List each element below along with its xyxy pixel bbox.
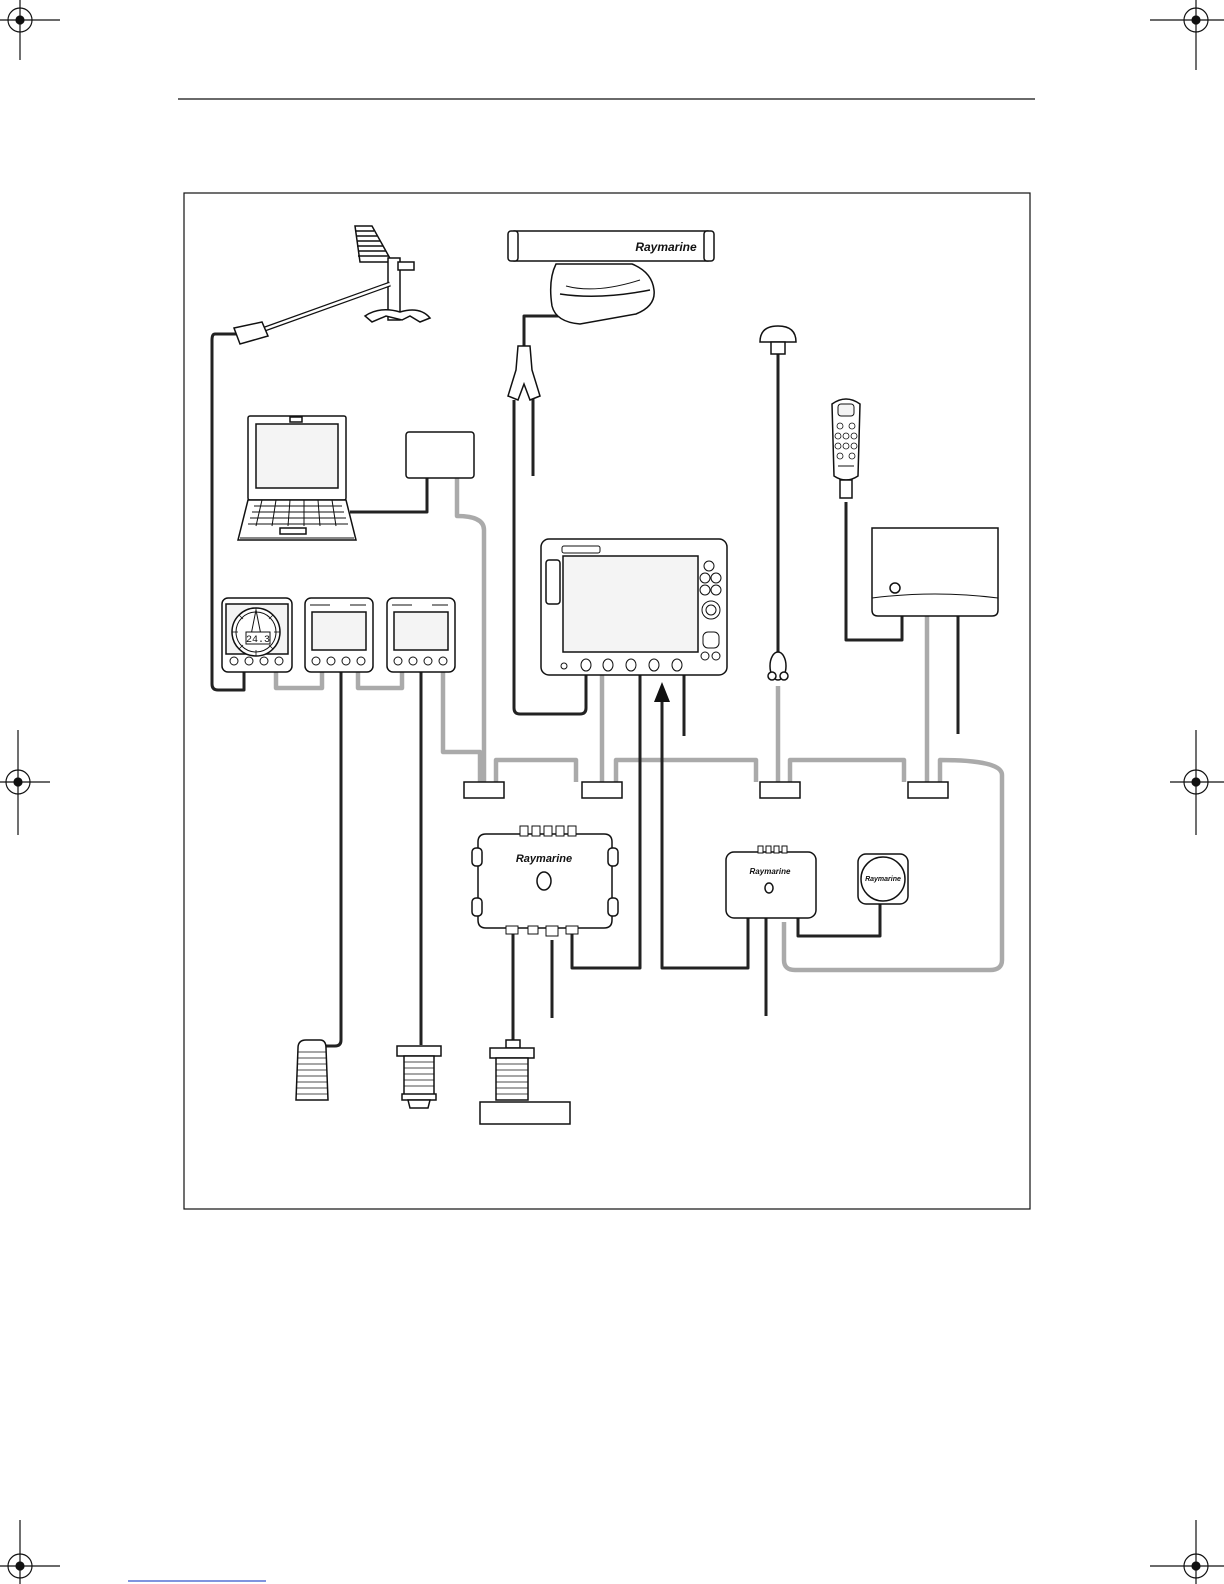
- crop-mark-mid-right: [1170, 730, 1224, 835]
- wind-vane-transducer: [234, 226, 430, 344]
- wind-instrument-readout: 24.3: [246, 635, 270, 646]
- t-piece-3: [760, 782, 800, 798]
- multifunction-display: [541, 539, 727, 675]
- backbone-cable: [496, 760, 576, 782]
- t-piece-1: [464, 782, 504, 798]
- radar-y-connector: [508, 346, 540, 400]
- multi-instrument-2: [387, 598, 455, 672]
- triducer-label-box: [480, 1102, 570, 1124]
- crop-mark-mid-left: [0, 730, 50, 835]
- t-piece-2: [582, 782, 622, 798]
- crop-mark-top-right: [1150, 0, 1224, 70]
- compass-logo: Raymarine: [865, 876, 901, 883]
- wind-vane-fin: [355, 226, 392, 262]
- data-arrow: [654, 682, 670, 702]
- crop-mark-bottom-left: [0, 1520, 60, 1584]
- autopilot-remote-handset: [832, 399, 860, 498]
- autopilot-control-unit: [872, 528, 998, 616]
- t-piece-4: [908, 782, 948, 798]
- speed-transducer: [397, 1046, 441, 1108]
- radar-pedestal: [551, 264, 655, 324]
- crop-mark-top-left: [0, 0, 60, 60]
- autopilot-course-computer-pod: [726, 846, 816, 918]
- course-computer: [472, 826, 618, 936]
- wind-vane-base: [234, 322, 268, 344]
- laptop-pc: [238, 416, 356, 540]
- wireless-interface-box: [406, 432, 474, 478]
- t-pieces: [464, 782, 948, 798]
- triducer: [480, 1040, 570, 1124]
- multi-instrument-1: [305, 598, 373, 672]
- crop-mark-bottom-right: [1150, 1520, 1224, 1584]
- radar-logo: Raymarine: [635, 240, 697, 254]
- depth-transducer: [296, 1040, 328, 1100]
- course-computer-logo: Raymarine: [516, 853, 572, 865]
- pod-logo: Raymarine: [750, 867, 791, 876]
